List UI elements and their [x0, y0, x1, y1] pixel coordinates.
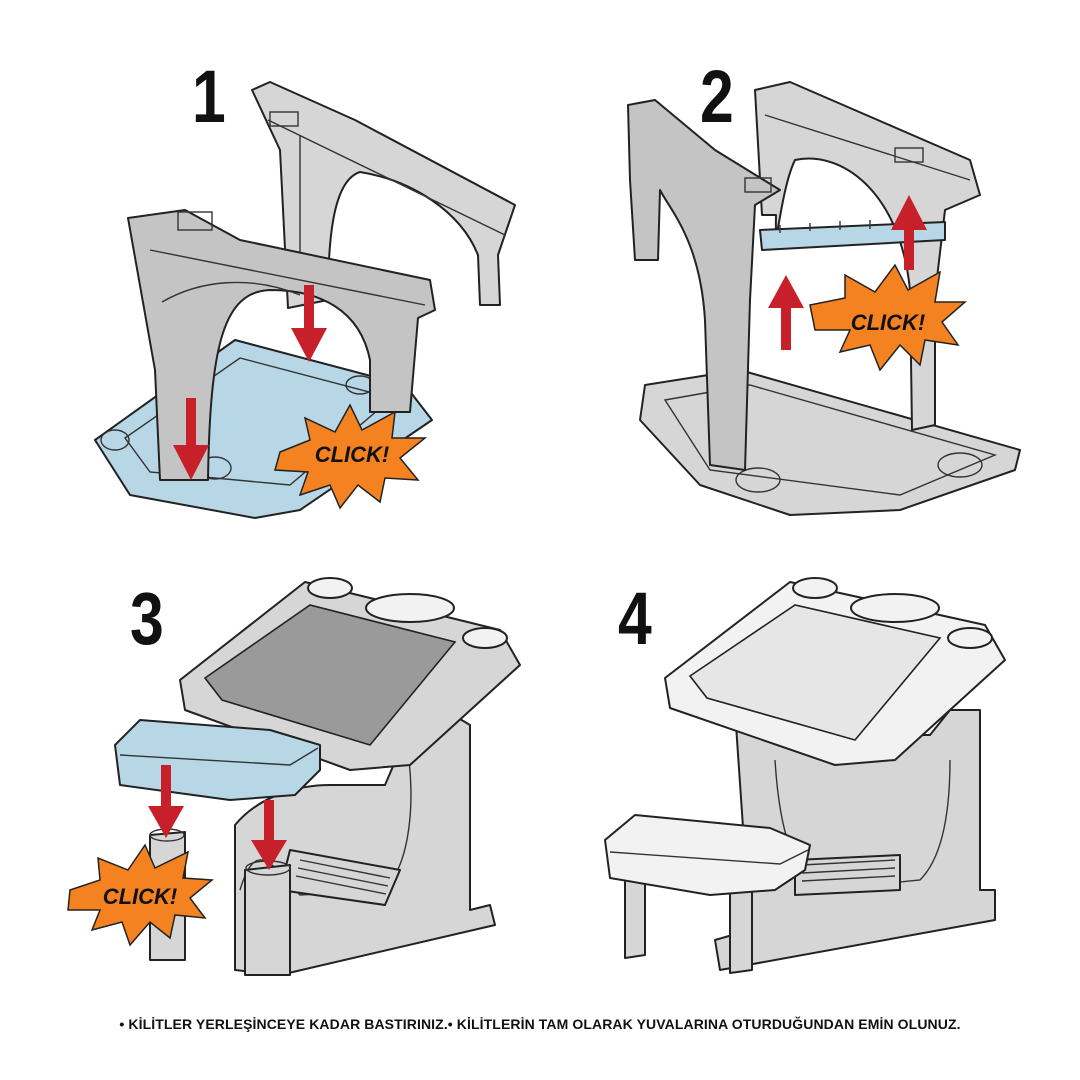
- step-3-number: 3: [130, 577, 164, 660]
- step-2-illustration: CLICK!: [627, 81, 1021, 516]
- instruction-note: • KİLİTLER YERLEŞİNCEYE KADAR BASTIRINIZ…: [119, 1016, 961, 1032]
- desk-top: [179, 577, 521, 771]
- click-label: CLICK!: [103, 884, 178, 909]
- lift-arrow-1: [768, 275, 804, 350]
- step-2-number: 2: [700, 55, 734, 138]
- step-4-number: 4: [618, 577, 652, 660]
- step-3-illustration: CLICK!: [67, 577, 521, 976]
- step-2-panel: 2: [540, 40, 1080, 560]
- back-leg-frame: [754, 81, 981, 431]
- base-tray: [639, 369, 1021, 516]
- press-arrow-2: [291, 285, 327, 362]
- seat: [604, 814, 811, 974]
- step-1-illustration: CLICK!: [94, 81, 516, 519]
- desk-top: [664, 577, 1006, 766]
- press-arrow-1: [148, 765, 184, 838]
- step-1-panel: 1: [0, 40, 540, 560]
- step-4-panel: 4: [540, 560, 1080, 1080]
- press-arrow-1: [173, 398, 209, 480]
- click-burst: CLICK!: [274, 403, 428, 510]
- lift-arrow-2: [891, 195, 927, 270]
- click-burst: CLICK!: [67, 843, 214, 947]
- click-label: CLICK!: [315, 442, 390, 467]
- step-3-panel: 3: [0, 560, 540, 1080]
- desk-frame: [234, 709, 496, 976]
- click-label: CLICK!: [851, 310, 926, 335]
- step-4-illustration: [604, 577, 1006, 974]
- click-burst: CLICK!: [809, 263, 968, 372]
- front-leg-frame: [127, 209, 436, 481]
- press-arrow-2: [251, 800, 287, 870]
- front-leg-frame: [627, 99, 781, 471]
- step-1-number: 1: [192, 55, 226, 138]
